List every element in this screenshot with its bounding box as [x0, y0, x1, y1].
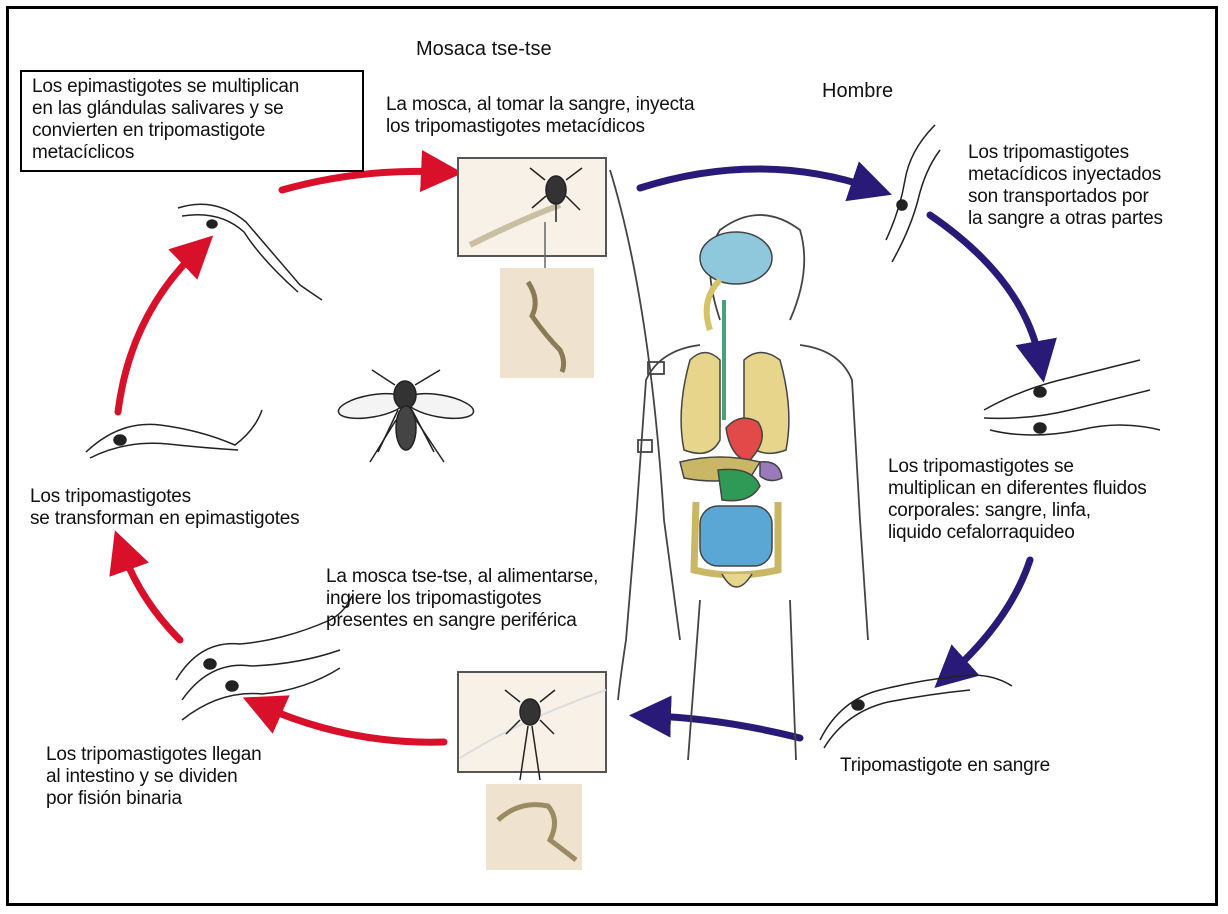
arrow-right-down	[930, 215, 1040, 362]
spleen	[760, 462, 782, 481]
arrow-up-left-bottom	[122, 550, 180, 640]
bottom-fly-panel	[458, 672, 606, 870]
header-human-side: Hombre	[822, 80, 893, 103]
label-trypomastigote-in-blood: Tripomastigote en sangre	[840, 755, 1100, 777]
arrow-top-to-right	[640, 169, 872, 188]
label-epimastigotes-multiply: Los epimastigotes se multiplican en las …	[20, 70, 364, 172]
label-transform-epimastigotes: Los tripomastigotes se transforman en ep…	[30, 486, 370, 530]
heart	[726, 418, 762, 462]
arrow-bottom-to-panel	[650, 716, 800, 738]
top-fly-panel	[458, 158, 606, 378]
label-metacyclic-transported: Los tripomastigotes metacídicos inyectad…	[968, 142, 1208, 230]
lung-left	[681, 353, 720, 454]
bladder	[722, 574, 752, 587]
airway	[707, 280, 720, 330]
fly-cycle-arrows	[118, 171, 444, 742]
trypomastigote-left	[86, 410, 262, 458]
human-organs	[680, 232, 789, 587]
arrow-up-left-top	[118, 250, 198, 412]
tsetse-fly-illustration	[337, 370, 476, 462]
trypomastigotes-right	[984, 360, 1160, 435]
intestine	[700, 506, 772, 566]
label-reach-intestine: Los tripomastigotes llegan al intestino …	[46, 744, 326, 810]
header-fly-side: Mosaca tse-tse	[416, 38, 552, 61]
brain	[700, 232, 772, 284]
label-fly-injects: La mosca, al tomar la sangre, inyecta lo…	[386, 94, 766, 138]
arrow-right-lower	[950, 560, 1030, 674]
label-trypomastigotes-multiply: Los tripomastigotes se multiplican en di…	[888, 456, 1208, 544]
stomach	[718, 469, 760, 500]
trypomastigote-top-right	[886, 125, 940, 262]
label-fly-ingests: La mosca tse-tse, al alimentarse, ingier…	[326, 566, 656, 632]
trypomastigote-blood-bottom-right	[820, 675, 1012, 748]
arrow-bottom-to-left	[262, 706, 444, 742]
arrow-to-top-panel	[282, 171, 442, 190]
